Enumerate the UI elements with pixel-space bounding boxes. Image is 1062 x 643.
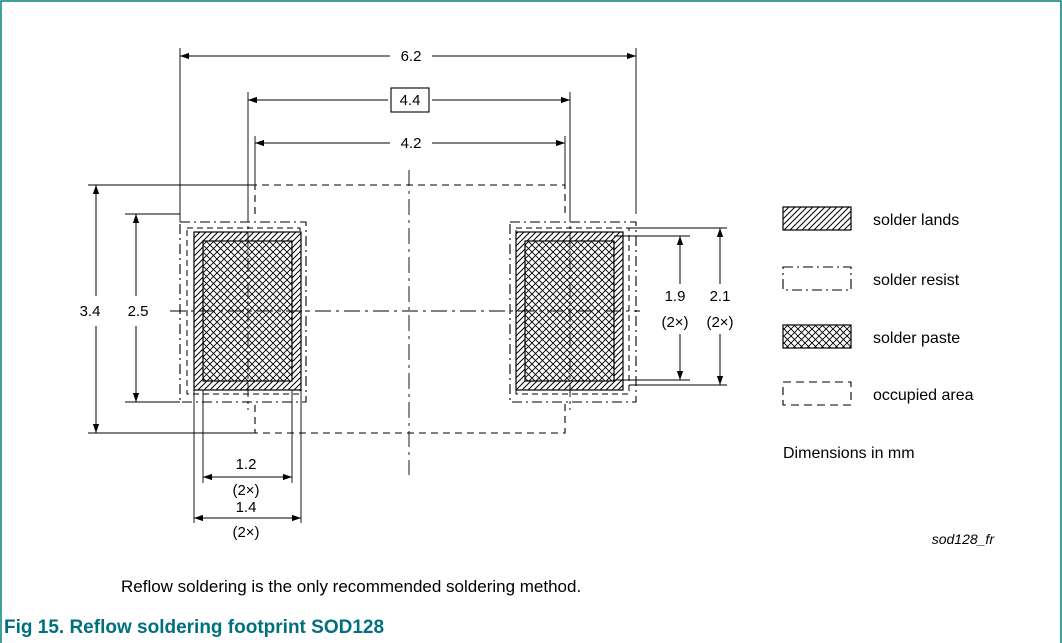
dim-label-land-height-mult: (2×) (706, 314, 733, 331)
dim-label-land-pitch-inner: 4.2 (401, 135, 422, 152)
dim-label-paste-width-mult: (2×) (232, 482, 259, 499)
right-resist-outline (509, 221, 637, 403)
extension-lines (88, 48, 727, 523)
left-pad (179, 221, 307, 403)
dim-label-occupied-height: 3.4 (80, 303, 101, 320)
dim-label-resist-height: 2.5 (128, 303, 149, 320)
dashed-box-icon (782, 381, 852, 406)
dim-label-paste-height-mult: (2×) (661, 314, 688, 331)
legend-label-solder-lands: solder lands (873, 212, 959, 229)
right-pad (509, 221, 637, 403)
occupied-area-outline (254, 184, 566, 434)
figure-reference: sod128_fr (932, 531, 996, 547)
dim-label-paste-width: 1.2 (236, 456, 257, 473)
dim-label-land-width: 1.4 (236, 499, 257, 516)
dim-label-overall-width: 6.2 (401, 48, 422, 65)
dim-label-land-height: 2.1 (710, 288, 731, 305)
legend: solder lands solder resist solder paste … (782, 206, 974, 462)
dimension-lines (92, 52, 724, 522)
dim-label-land-pitch-outer: 4.4 (400, 92, 421, 109)
dim-label-paste-height: 1.9 (665, 288, 686, 305)
legend-label-solder-resist: solder resist (873, 272, 960, 289)
units-note: Dimensions in mm (783, 445, 915, 462)
hatch-icon (782, 206, 852, 231)
left-resist-outline (179, 221, 307, 403)
crosshatch-icon (782, 324, 852, 349)
legend-label-occupied-area: occupied area (873, 387, 974, 404)
dim-label-land-width-mult: (2×) (232, 524, 259, 541)
legend-label-solder-paste: solder paste (873, 330, 960, 347)
dim-box-4-4 (390, 87, 430, 113)
dash-dot-box-icon (782, 266, 852, 291)
figure-caption: Fig 15. Reflow soldering footprint SOD12… (4, 617, 384, 638)
reflow-note: Reflow soldering is the only recommended… (121, 577, 581, 596)
